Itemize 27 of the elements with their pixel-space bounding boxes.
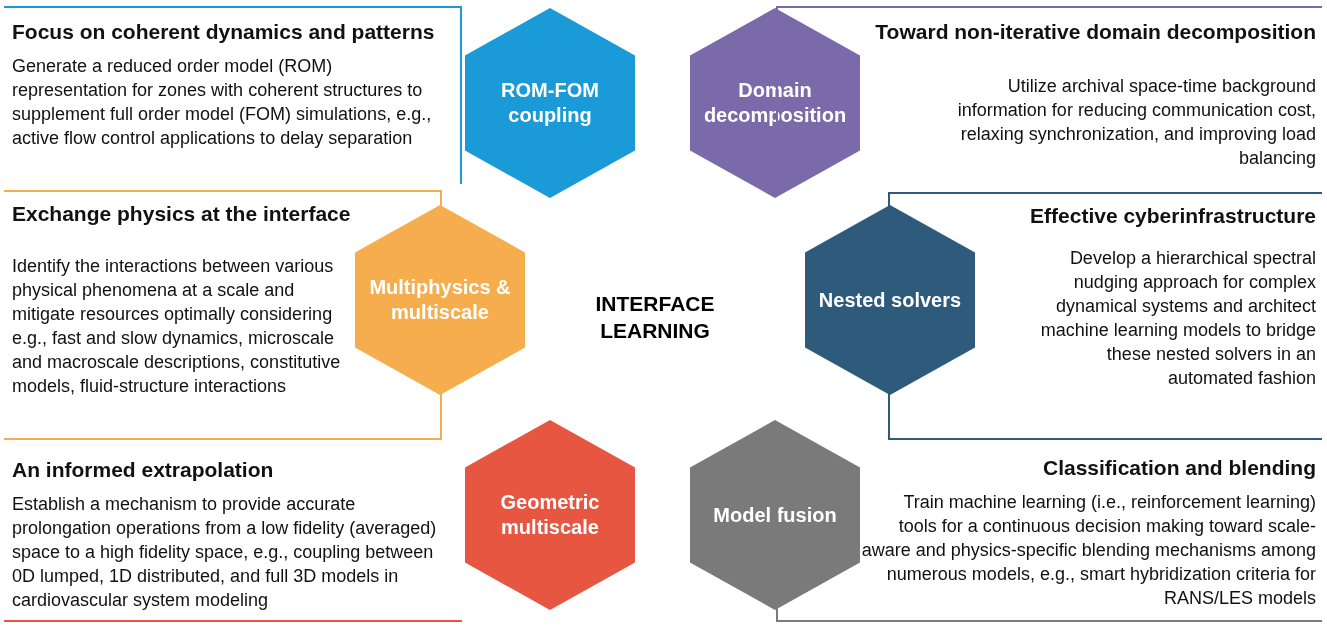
- hexagon-label: Nested solvers: [817, 287, 963, 313]
- panel-heading: Toward non-iterative domain decomposition: [874, 20, 1316, 44]
- panel-description: Utilize archival space-time background information for reducing communication cost, relaxing synchronization, and improving load balancing: [956, 75, 1316, 170]
- panel-heading: Focus on coherent dynamics and patterns: [12, 20, 436, 44]
- text-panel: [4, 6, 462, 184]
- hexagon: [690, 420, 860, 610]
- hexagon: [690, 8, 860, 198]
- panel-heading: Effective cyberinfrastructure: [1029, 204, 1316, 228]
- hexagon: [465, 420, 635, 610]
- panel-heading: An informed extrapolation: [12, 458, 275, 482]
- panel-description: Identify the interactions between various physical phenomena at a scale and mitigate resources optimally considering e.g., fast and slow dynamics, microscale and macroscale descriptions, constitutive models, fluid-structure interactions: [12, 255, 342, 398]
- text-panel: [888, 192, 1322, 440]
- panel-description: Develop a hierarchical spectral nudging approach for complex dynamical systems and architect machine learning models to bridge these nested solvers in an automated fashion: [1039, 247, 1316, 390]
- hexagon-label: Geometric multiscale: [499, 490, 601, 540]
- hexagon-label: Domain decomposition: [702, 78, 848, 128]
- panel-description: Train machine learning (i.e., reinforcement learning) tools for a continuous decision making toward scale-aware and physics-specific blending mechanisms among numerous models, e.g., smart hybridization criteria for RANS/LES models: [861, 491, 1316, 610]
- hexagon-label: ROM-FOM coupling: [500, 78, 600, 128]
- hexagon: [355, 205, 525, 395]
- hexagon: [805, 205, 975, 395]
- panel-description: Generate a reduced order model (ROM) representation for zones with coherent structures to supplement full order model (FOM) simulations, e.g., active flow control applications to delay separation: [12, 55, 433, 150]
- center-title: INTERFACE LEARNING: [594, 291, 716, 344]
- panel-description: Establish a mechanism to provide accurate prolongation operations from a low fidelity (averaged) space to a high fidelity space, e.g., coupling between 0D lumped, 1D distributed, and full 3D models in cardiovascular system modeling: [12, 493, 438, 612]
- panel-heading: Classification and blending: [1041, 456, 1316, 480]
- hexagon: [465, 8, 635, 198]
- hexagon-label: Multiphysics & multiscale: [368, 275, 512, 325]
- panel-heading: Exchange physics at the interface: [12, 202, 352, 226]
- hexagon-label: Model fusion: [712, 502, 838, 528]
